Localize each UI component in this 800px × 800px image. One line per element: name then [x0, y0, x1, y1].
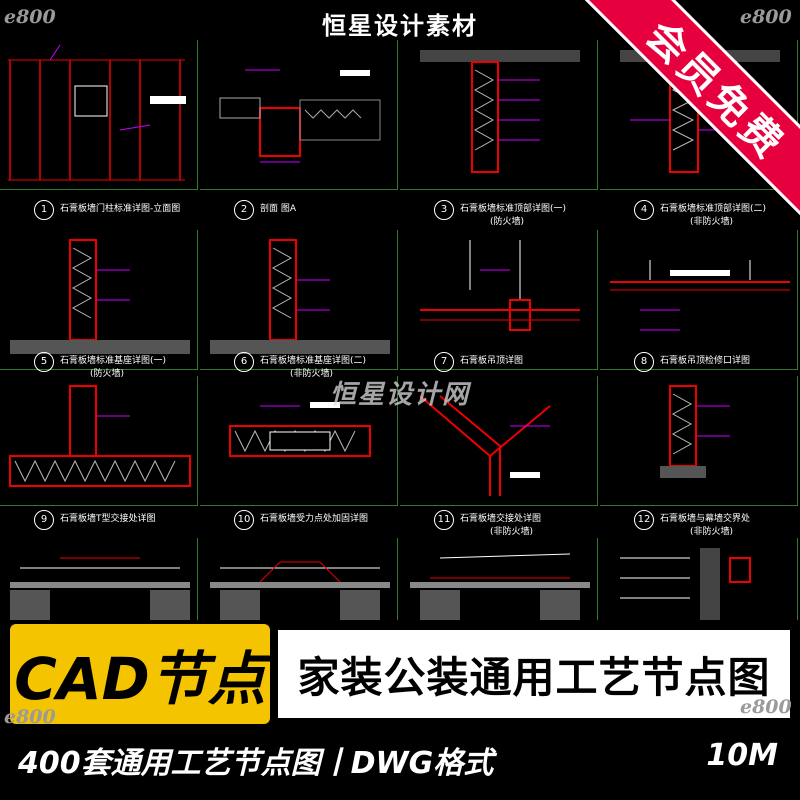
- drawing-8: [610, 260, 790, 331]
- drawing-panel-5: [0, 230, 198, 370]
- drawing-panel-14: [200, 538, 398, 622]
- caption-3: 3 石膏板墙标准顶部详图(一) (防火墙): [400, 200, 598, 227]
- detail-title: 石膏板吊顶检修口详图: [660, 356, 751, 366]
- detail-number: 8: [634, 352, 654, 372]
- drawing-10: [229, 402, 371, 457]
- drawing-2: [219, 69, 381, 163]
- drawing-panel-9: [0, 376, 198, 506]
- drawing-panel-1: [0, 40, 198, 190]
- detail-subtitle: (非防火墙): [690, 527, 734, 537]
- drawing-panel-15: [400, 538, 598, 622]
- logo-watermark-bottom-right: e800: [740, 696, 792, 718]
- drawing-9: [9, 385, 191, 487]
- drawing-panel-7: [400, 230, 598, 370]
- drawing-1: [8, 44, 186, 181]
- caption-4: 4 石膏板墙标准顶部详图(二) (非防火墙): [600, 200, 798, 227]
- caption-6: 6 石膏板墙标准基座详图(二) (非防火墙): [200, 352, 398, 379]
- detail-number: 12: [634, 510, 654, 530]
- detail-subtitle: (非防火墙): [490, 527, 534, 537]
- caption-10: 10 石膏板墙受力点处加固详图: [200, 510, 398, 534]
- center-watermark: 恒星设计网: [329, 380, 470, 410]
- page-title: 恒星设计素材: [322, 12, 478, 40]
- logo-watermark-top: e800: [4, 6, 56, 28]
- detail-title: 石膏板墙标准顶部详图(一): [460, 204, 567, 214]
- bottom-banner: CAD节点 家装公装通用工艺节点图 e800 e800 400套通用工艺节点图丨…: [0, 620, 800, 800]
- drawing-13: [10, 557, 190, 620]
- drawing-15: [410, 553, 590, 620]
- file-size: 10M: [706, 738, 778, 773]
- detail-title: 石膏板墙交接处详图: [460, 514, 542, 524]
- drawing-5: [10, 239, 190, 354]
- detail-subtitle: (非防火墙): [690, 217, 734, 227]
- detail-number: 2: [234, 200, 254, 220]
- caption-2: 2 剖面 图A: [200, 200, 398, 224]
- detail-subtitle: (防火墙): [490, 217, 525, 227]
- detail-title: 剖面 图A: [260, 204, 297, 214]
- caption-11: 11 石膏板墙交接处详图 (非防火墙): [400, 510, 598, 537]
- caption-7: 7 石膏板吊顶详图: [400, 352, 598, 376]
- drawing-3: [420, 50, 580, 173]
- detail-number: 1: [34, 200, 54, 220]
- drawing-14: [210, 561, 390, 620]
- detail-number: 7: [434, 352, 454, 372]
- drawing-11: [419, 395, 551, 496]
- caption-12: 12 石膏板墙与幕墙交界处 (非防火墙): [600, 510, 798, 537]
- drawing-panel-12: [600, 376, 798, 506]
- drawing-panel-11: [400, 376, 598, 506]
- detail-title: 石膏板吊顶详图: [460, 356, 524, 366]
- drawing-panel-16: [600, 538, 798, 622]
- detail-number: 11: [434, 510, 454, 530]
- detail-title: 石膏板墙标准基座详图(二): [260, 356, 367, 366]
- detail-title: 石膏板墙标准顶部详图(二): [660, 204, 767, 214]
- drawing-7: [420, 240, 580, 331]
- drawing-12: [660, 385, 730, 478]
- detail-number: 4: [634, 200, 654, 220]
- detail-title: 石膏板墙受力点处加固详图: [260, 514, 369, 524]
- cad-label: CAD节点: [10, 624, 270, 724]
- product-subtitle: 家装公装通用工艺节点图: [278, 630, 790, 718]
- caption-8: 8 石膏板吊顶检修口详图: [600, 352, 798, 376]
- drawing-panel-10: [200, 376, 398, 506]
- drawing-6: [210, 239, 390, 354]
- product-description: 400套通用工艺节点图丨DWG格式: [18, 746, 494, 781]
- detail-subtitle: (非防火墙): [290, 369, 334, 379]
- logo-watermark-top-right: e800: [740, 6, 792, 28]
- drawing-panel-2: [200, 40, 398, 190]
- detail-title: 石膏板墙标准基座详图(一): [60, 356, 167, 366]
- drawing-panel-13: [0, 538, 198, 622]
- detail-number: 3: [434, 200, 454, 220]
- detail-number: 10: [234, 510, 254, 530]
- caption-9: 9 石膏板墙T型交接处详图: [0, 510, 198, 534]
- detail-number: 6: [234, 352, 254, 372]
- drawing-panel-6: [200, 230, 398, 370]
- drawing-panel-8: [600, 230, 798, 370]
- detail-title: 石膏板墙门柱标准详图-立面图: [60, 204, 181, 214]
- detail-title: 石膏板墙与幕墙交界处: [660, 514, 751, 524]
- detail-number: 9: [34, 510, 54, 530]
- detail-title: 石膏板墙T型交接处详图: [60, 514, 156, 524]
- drawing-panel-3: [400, 40, 598, 190]
- caption-5: 5 石膏板墙标准基座详图(一) (防火墙): [0, 352, 198, 379]
- caption-1: 1 石膏板墙门柱标准详图-立面图: [0, 200, 198, 224]
- detail-number: 5: [34, 352, 54, 372]
- drawing-16: [620, 548, 751, 622]
- logo-watermark-bottom: e800: [4, 706, 56, 728]
- cad-drawing-grid: 1 石膏板墙门柱标准详图-立面图 2 剖面 图A 3 石膏板墙标准顶部详图(一) (防火…: [0, 40, 800, 622]
- detail-subtitle: (防火墙): [90, 369, 125, 379]
